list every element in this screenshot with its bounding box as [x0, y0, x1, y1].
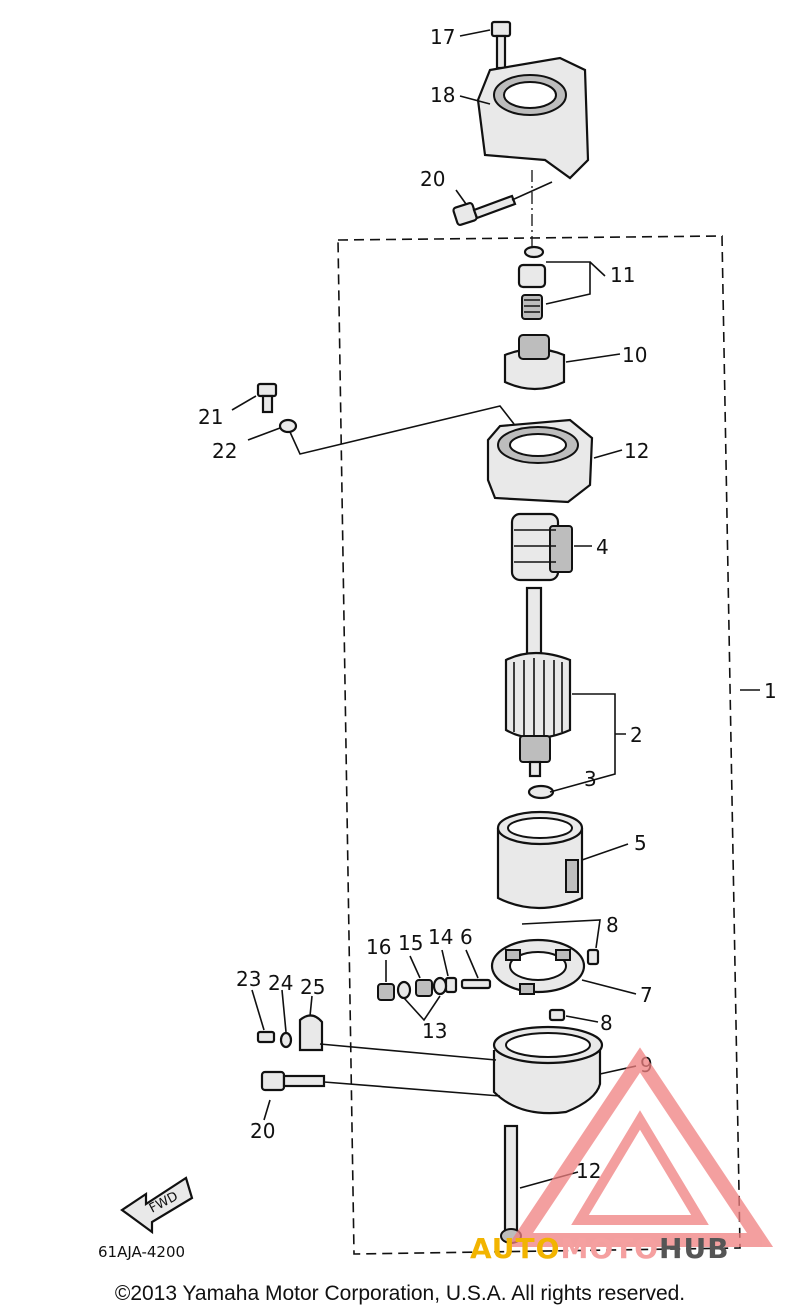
callout-12: 12	[624, 439, 649, 463]
part-17-nut	[377, 983, 395, 1001]
callout-20-upper: 20	[420, 167, 445, 191]
part-9-rear-cover	[492, 1025, 604, 1115]
callout-11: 11	[610, 263, 635, 287]
copyright-notice: ©2013 Yamaha Motor Corporation, U.S.A. A…	[114, 1282, 686, 1305]
watermark-part-auto: AUTO	[470, 1232, 561, 1265]
callout-8-upper: 8	[606, 913, 619, 937]
leader-25-to-9	[319, 1043, 497, 1061]
part-11-stopper-set	[517, 245, 547, 320]
part-25-lead-clip	[298, 1014, 324, 1052]
part-7-brush-holder	[490, 938, 586, 995]
part-2-armature	[504, 586, 572, 778]
callout-7: 7	[640, 983, 653, 1007]
part-20-lower-bolt	[260, 1070, 501, 1097]
watermark-logo-icon	[506, 1047, 774, 1247]
part-21-screw	[256, 382, 278, 414]
callout-5: 5	[634, 831, 647, 855]
callout-21: 21	[198, 405, 223, 429]
callout-14: 14	[428, 925, 453, 949]
watermark-part-hub: HUB	[659, 1232, 730, 1265]
diagram-code: 61AJA-4200	[98, 1243, 186, 1261]
callout-18: 18	[430, 83, 455, 107]
part-5-yoke	[496, 810, 584, 910]
callout-1: 1	[764, 679, 777, 703]
part-22-washer	[278, 418, 298, 434]
part-4-brush-set	[510, 512, 573, 582]
part-24-washer	[279, 1031, 293, 1049]
callout-23: 23	[236, 967, 261, 991]
part-20-upper-bolt	[452, 181, 553, 226]
callout-16: 15	[398, 931, 423, 955]
callout-15: 13	[422, 1019, 447, 1043]
callout-3: 3	[584, 767, 597, 791]
part-15-washers	[396, 976, 448, 1000]
callout-24: 24	[268, 971, 293, 995]
callout-17: 16	[366, 935, 391, 959]
part-14-washer	[444, 976, 458, 994]
watermark-text: AUTOMOTOHUB	[470, 1232, 730, 1265]
part-23-screw	[256, 1030, 276, 1044]
leader-lines	[231, 29, 760, 1189]
assembly-boundary	[337, 235, 741, 1255]
fwd-arrow-icon: FWD	[120, 1176, 194, 1235]
callout-25: 25	[300, 975, 325, 999]
part-12-front-cover	[486, 418, 594, 504]
callout-2: 2	[630, 723, 643, 747]
callout-13: 12	[576, 1159, 601, 1183]
callout-22: 22	[212, 439, 237, 463]
part-8-screw-lower	[548, 1008, 566, 1022]
callout-8-lower: 8	[600, 1011, 613, 1035]
callout-numbers: 17 18 20 11 10 21 22 12 4 1 2 3 5 8 16 1…	[198, 25, 777, 1183]
callout-4: 4	[596, 535, 609, 559]
part-3-washer	[527, 784, 555, 800]
callout-10: 10	[622, 343, 647, 367]
part-18-top-bracket	[476, 56, 590, 180]
leader-22-to-12	[289, 405, 515, 455]
part-10-pinion	[503, 334, 566, 391]
callout-19: 17	[430, 25, 455, 49]
part-8-screw-upper	[586, 948, 600, 966]
part-16-nut	[415, 979, 433, 997]
callout-20-lower: 20	[250, 1119, 275, 1143]
callout-6: 6	[460, 925, 473, 949]
part-6-terminal	[460, 978, 492, 990]
watermark-part-moto: MOTO	[560, 1232, 660, 1265]
part-13-through-bolt	[500, 1124, 522, 1244]
